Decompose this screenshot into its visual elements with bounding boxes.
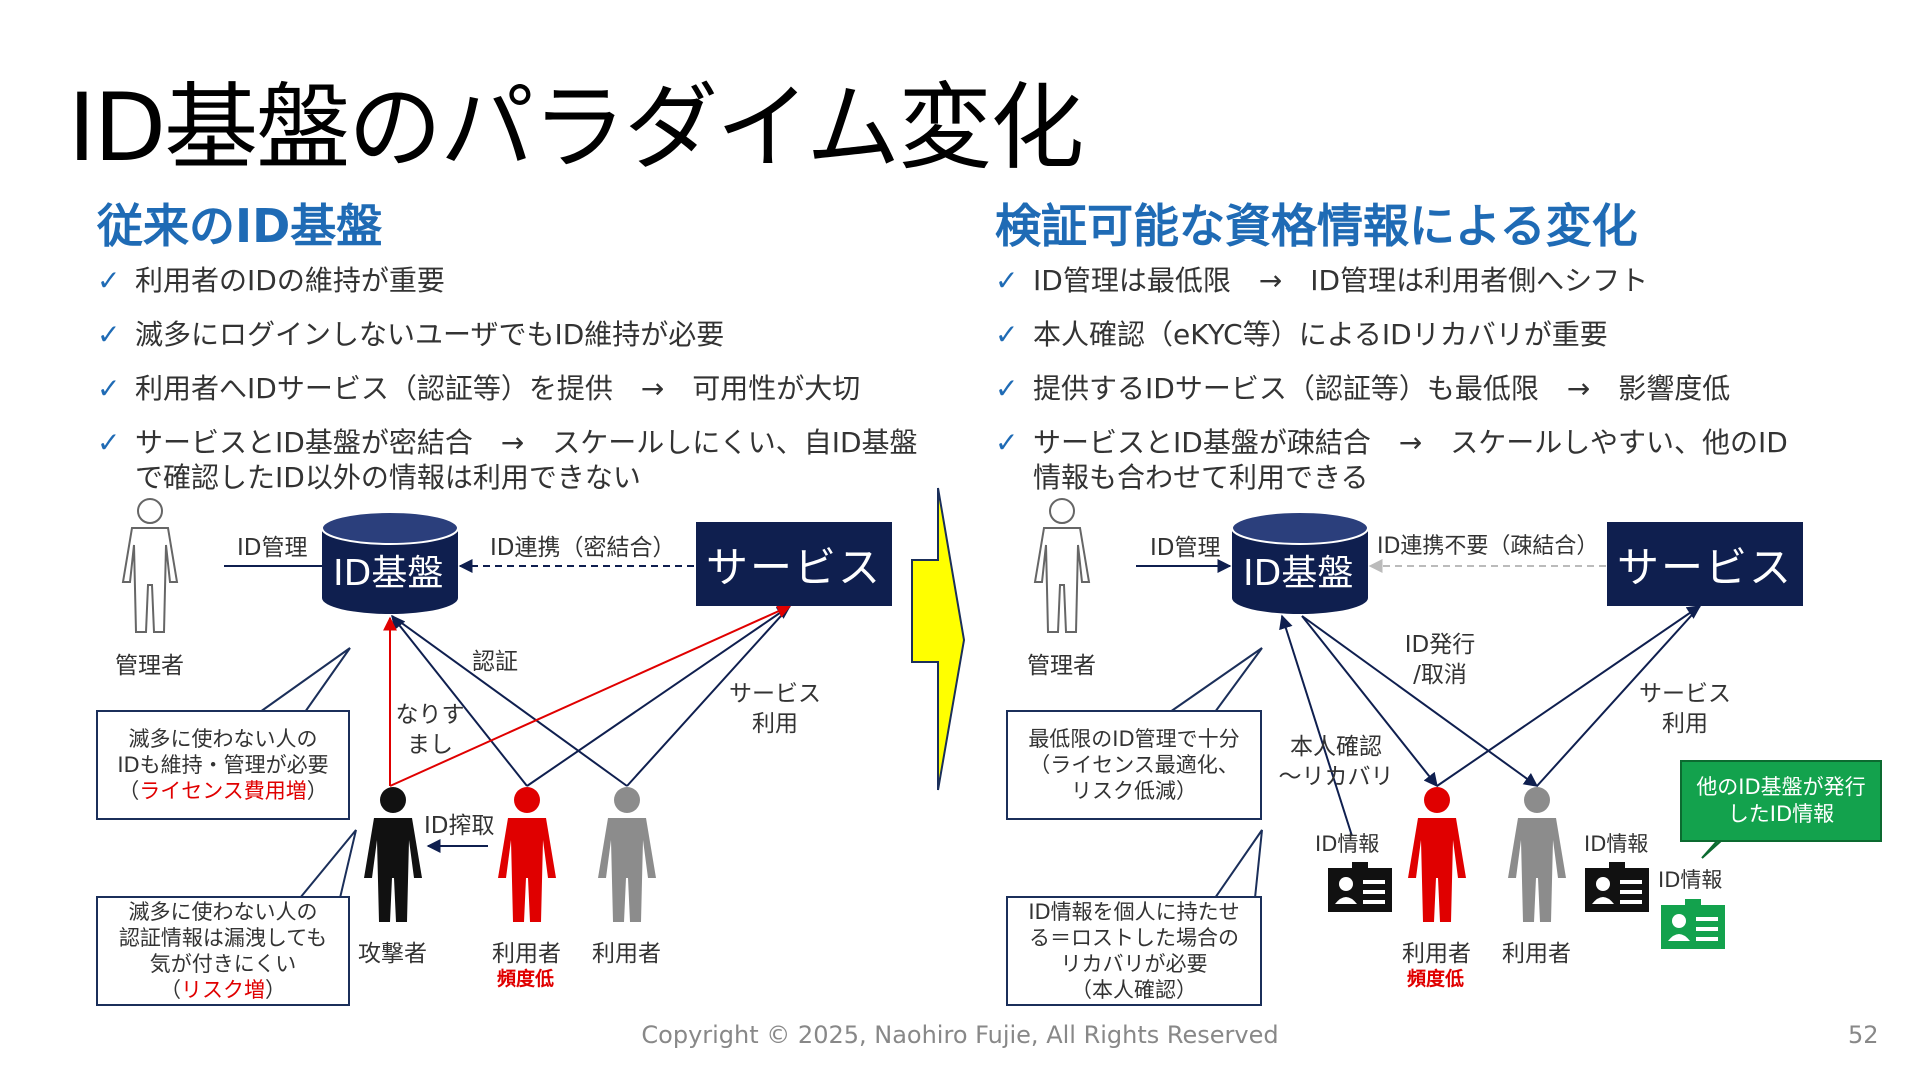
callout-risk: 滅多に使わない人の 認証情報は漏洩しても 気が付きにくい （リスク増） [96, 896, 350, 1006]
attacker-person-icon [364, 787, 422, 922]
id-db-label: ID基盤 [333, 553, 444, 594]
issue-lines [1279, 605, 1702, 837]
admin-label: 管理者 [115, 653, 184, 679]
right-bullet: ✓ID管理は最低限 → ID管理は利用者側へシフト [995, 264, 1649, 297]
right-bullet: ✓サービスとID基盤が疎結合 → スケールしやすい、他のID情報も合わせて利用で… [995, 426, 1788, 494]
user-red-person-icon [1408, 787, 1466, 922]
right-bullet: ✓本人確認（eKYC等）によるIDリカバリが重要 [995, 318, 1608, 351]
user-label: 利用者 [592, 941, 661, 967]
attacker-label: 攻撃者 [358, 941, 427, 967]
right-heading: 検証可能な資格情報による変化 [995, 199, 1638, 253]
user-label: 利用者 [492, 941, 561, 967]
id-db-cylinder-icon [1231, 511, 1369, 614]
id-mgmt-label: ID管理 [1150, 535, 1221, 561]
check-icon: ✓ [97, 318, 121, 351]
left-heading: 従来のID基盤 [97, 199, 383, 253]
check-icon: ✓ [97, 426, 121, 459]
check-icon: ✓ [995, 264, 1019, 297]
lightning-transition-icon [911, 487, 966, 791]
callout-recovery-needed: ID情報を個人に持たせ る＝ロストした場合の リカバリが必要 （本人確認） [1006, 896, 1262, 1006]
left-bullet: ✓利用者へIDサービス（認証等）を提供 → 可用性が大切 [97, 372, 861, 405]
auth-lines [391, 605, 792, 787]
user-gray-person-icon [598, 787, 656, 922]
copyright-footer: Copyright © 2025, Naohiro Fujie, All Rig… [641, 1021, 1279, 1049]
admin-person-icon [1033, 498, 1091, 633]
id-db-cylinder-icon [321, 511, 459, 614]
id-link-label: ID連携（密結合） [490, 535, 676, 561]
admin-label: 管理者 [1027, 653, 1096, 679]
id-card-icon [1328, 862, 1392, 912]
id-card-green-icon [1661, 899, 1725, 949]
green-callout-other-id: 他のID基盤が発行 したID情報 [1680, 760, 1882, 842]
user-gray-person-icon [1508, 787, 1566, 922]
callout-tail [1701, 839, 1723, 859]
right-bullet: ✓提供するIDサービス（認証等）も最低限 → 影響度低 [995, 372, 1731, 405]
impersonation-lines [383, 604, 792, 787]
check-icon: ✓ [995, 426, 1019, 459]
callout-license-cost: 滅多に使わない人の IDも維持・管理が必要 （ライセンス費用増） [96, 710, 350, 820]
id-link-label: ID連携不要（疎結合） [1377, 534, 1599, 559]
left-bullet-list: ✓利用者のIDの維持が重要 ✓滅多にログインしないユーザでもID維持が必要 ✓利… [97, 263, 927, 514]
check-icon: ✓ [97, 264, 121, 297]
impersonation-label: なりす まし [395, 702, 465, 758]
check-icon: ✓ [995, 318, 1019, 351]
id-steal-label: ID搾取 [424, 813, 495, 839]
service-box: サービス [1607, 522, 1803, 606]
user-red-person-icon [498, 787, 556, 922]
callout-minimal-mgmt: 最低限のID管理で十分 （ライセンス最適化、 リスク低減） [1006, 710, 1262, 820]
callout-tail [259, 647, 351, 713]
id-issue-label: ID発行 /取消 [1404, 632, 1476, 688]
admin-person-icon [121, 498, 179, 633]
check-icon: ✓ [97, 372, 121, 405]
id-card-icon [1585, 862, 1649, 912]
callout-tail [1169, 647, 1263, 713]
left-bullet: ✓利用者のIDの維持が重要 [97, 264, 445, 297]
user-label: 利用者 [1402, 941, 1471, 967]
id-mgmt-label: ID管理 [237, 535, 308, 561]
id-info-label: ID情報 [1658, 868, 1723, 892]
page-title: ID基盤のパラダイム変化 [68, 74, 1084, 183]
right-bullet-list: ✓ID管理は最低限 → ID管理は利用者側へシフト ✓本人確認（eKYC等）によ… [995, 263, 1805, 514]
frequency-low-badge: 頻度低 [497, 968, 555, 990]
check-icon: ✓ [995, 372, 1019, 405]
frequency-low-badge: 頻度低 [1407, 968, 1465, 990]
kyc-recovery-label: 本人確認 ～リカバリ [1278, 734, 1394, 790]
service-use-label: サービス 利用 [1639, 681, 1731, 737]
callout-tail [299, 829, 357, 899]
user-label: 利用者 [1502, 941, 1571, 967]
left-bullet: ✓滅多にログインしないユーザでもID維持が必要 [97, 318, 725, 351]
service-use-label: サービス 利用 [729, 681, 821, 737]
auth-label: 認証 [472, 649, 518, 675]
left-bullet: ✓サービスとID基盤が密結合 → スケールしにくい、自ID基盤で確認したID以外… [97, 426, 918, 494]
id-info-label: ID情報 [1584, 832, 1649, 856]
service-box: サービス [696, 522, 892, 606]
callout-tail [1214, 829, 1263, 899]
id-info-label: ID情報 [1315, 832, 1380, 856]
page-number: 52 [1848, 1021, 1879, 1049]
id-db-label: ID基盤 [1243, 553, 1354, 594]
